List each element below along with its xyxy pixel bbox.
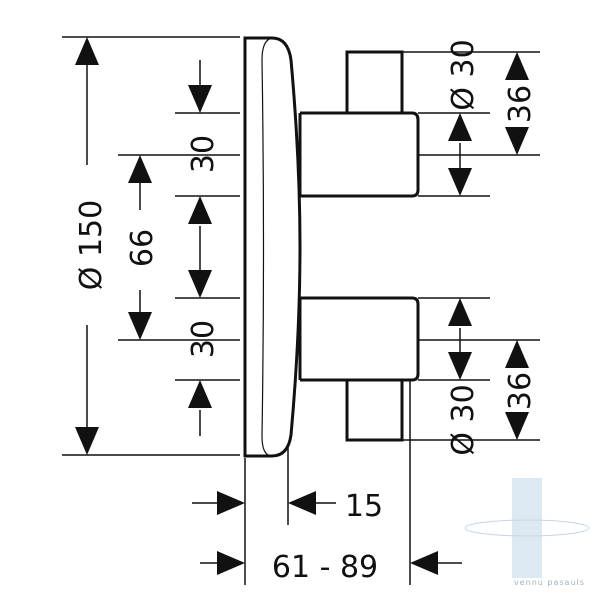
watermark: vennu pasauls [464,478,590,587]
dimension-upper-30: 30 [186,60,221,270]
dimension-66: 66 [125,155,160,340]
dimension-61-89: 61 - 89 [200,550,462,585]
depth-range-label: 61 - 89 [272,550,378,585]
spacing-66-label: 66 [125,229,160,267]
dimension-knob-bottom-36: 36 [503,340,538,440]
diameter-150-label: Ø 150 [74,200,109,290]
knob-bottom-36-label: 36 [503,372,538,410]
upper-30-label: 30 [186,135,221,173]
dimension-knob-bottom-30: Ø 30 [446,298,481,456]
dimension-knob-top-30: Ø 30 [446,39,481,196]
dimension-knob-top-36: 36 [503,52,538,155]
dimension-diameter-150: Ø 150 [74,37,109,455]
watermark-text: vennu pasauls [514,578,585,587]
lower-30-label: 30 [186,320,221,358]
wall-15-label: 15 [345,489,383,524]
upper-knob [298,50,420,198]
watermark-ring [464,519,590,537]
lower-knob [298,296,420,442]
extension-lines [62,36,540,585]
dimension-15: 15 [192,489,383,524]
escutcheon-plate [243,36,302,458]
knob-top-diameter-label: Ø 30 [446,39,481,110]
watermark-bar [512,478,542,578]
knob-top-36-label: 36 [503,85,538,123]
knob-bottom-diameter-label: Ø 30 [446,384,481,455]
dimension-lower-30: 30 [186,270,221,436]
